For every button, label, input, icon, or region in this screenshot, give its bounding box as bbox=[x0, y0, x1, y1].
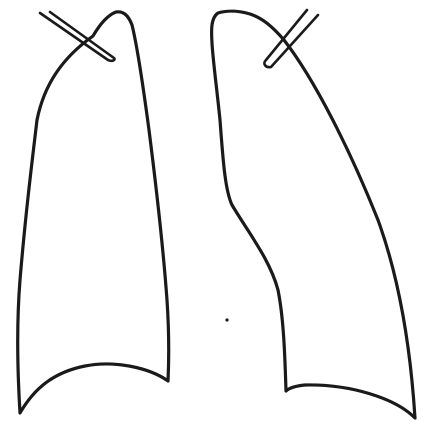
stray-dot bbox=[225, 318, 228, 321]
left-bronchus-stub bbox=[264, 10, 318, 67]
left-lung-outline bbox=[212, 11, 415, 418]
right-lung-outline bbox=[18, 12, 169, 413]
